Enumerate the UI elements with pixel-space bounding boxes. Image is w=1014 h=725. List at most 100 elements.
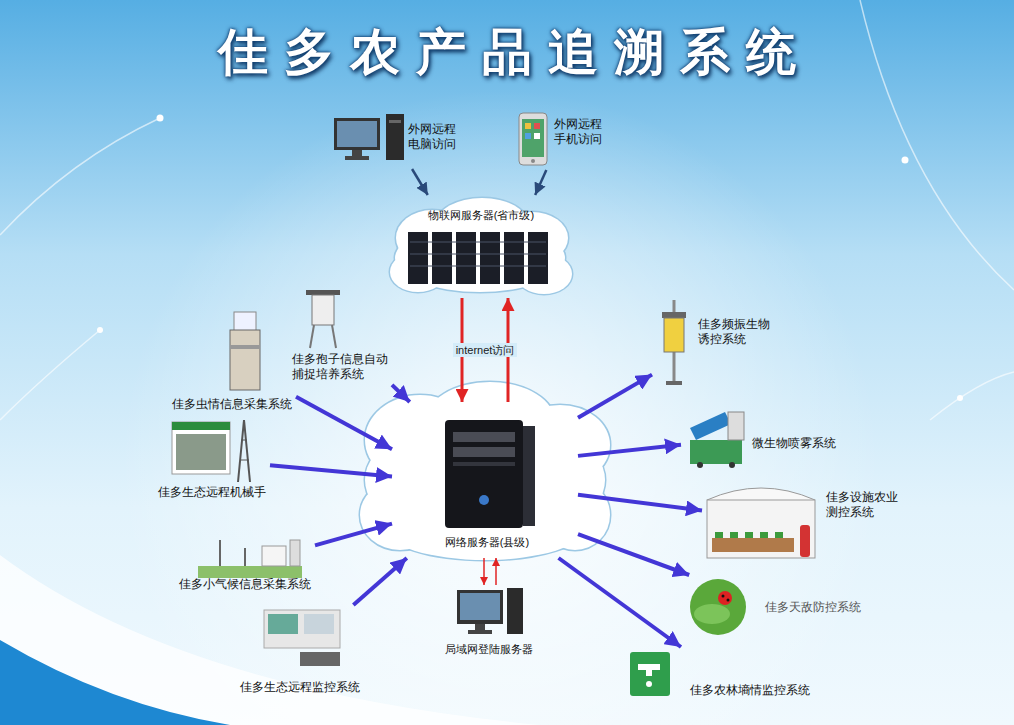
cloud-province-part <box>410 242 546 266</box>
greenhouse-icon-part-part <box>730 532 738 538</box>
system-node: 网络服务器(县级) <box>392 402 578 558</box>
remote-arm-icon-part <box>238 420 244 482</box>
connector-arrow <box>578 445 681 456</box>
node-label: 物联网服务器(省市级) <box>428 209 536 223</box>
server-racks-part <box>456 232 476 284</box>
connector-arrow <box>353 558 406 605</box>
computer-icon-part <box>334 118 380 150</box>
cloud-county-part <box>360 382 610 560</box>
monitor-room-icon-part <box>268 614 298 634</box>
monitor-room-icon-part <box>300 652 340 666</box>
system-node: 佳多生态远程机械手 <box>155 417 270 503</box>
connector-arrow <box>315 524 392 546</box>
node-label: 网络服务器(县级) <box>445 536 531 550</box>
cloud-county <box>360 382 610 560</box>
computer-icon-part <box>352 150 362 156</box>
ladybug-icon-part <box>722 595 725 598</box>
server-tower-part <box>445 420 523 528</box>
system-node: 物联网服务器(省市级) <box>389 195 573 298</box>
connector-arrow <box>270 465 392 476</box>
computer-icon-part <box>389 120 401 123</box>
remote-arm-icon <box>172 420 250 482</box>
server-racks-part <box>480 232 500 284</box>
decor-lines <box>0 0 1014 420</box>
weather-station-icon-part <box>219 540 221 566</box>
system-node: 佳多频振生物 诱控系统 <box>652 290 774 388</box>
computer-icon-part <box>468 630 492 634</box>
computer-icon-part <box>475 624 485 630</box>
monitor-room-icon-part <box>304 614 334 634</box>
computer-icon-part <box>345 156 369 160</box>
decor-lines-part <box>0 118 160 235</box>
greenhouse-icon-part-part <box>745 532 753 538</box>
connector-arrow <box>578 375 652 418</box>
server-racks <box>408 232 548 284</box>
label-group: 网络服务器(县级) <box>445 536 531 550</box>
node-label: 微生物喷雾系统 <box>752 436 837 451</box>
vibration-lamp-icon-part <box>662 312 686 318</box>
system-node: 佳多设施农业 测控系统 <box>702 482 902 564</box>
weather-station-icon <box>198 540 302 578</box>
spore-trap-icon-part <box>332 325 336 348</box>
decor-lines-part <box>0 330 100 420</box>
greenhouse-icon-part <box>712 538 794 552</box>
white-swoosh <box>0 555 540 725</box>
cloud-province-part <box>390 198 572 294</box>
phone-icon <box>519 113 547 165</box>
monitor-room-icon <box>264 610 340 666</box>
greenhouse-icon-part-part <box>715 532 723 538</box>
node-label: 佳多生态远程机械手 <box>158 485 267 500</box>
system-node: 佳多小气候信息采集系统 <box>176 535 315 595</box>
label-group: 佳多频振生物 诱控系统 <box>698 317 771 347</box>
vibration-lamp-icon-part <box>664 318 684 352</box>
decor-dots-part <box>957 395 963 401</box>
system-node: 微生物喷雾系统 <box>681 402 840 470</box>
computer-icon-part <box>386 114 404 160</box>
system-node: 佳多天敌防控系统 <box>687 575 865 639</box>
server-tower-part <box>453 432 515 442</box>
soil-moisture-icon-part <box>638 664 660 676</box>
node-label: 佳多农林墒情监控系统 <box>690 683 811 698</box>
connector-arrow <box>578 495 702 511</box>
sprayer-icon-part <box>690 412 731 440</box>
computer-icon <box>334 114 404 160</box>
system-node: 佳多孢子信息自动 捕捉培养系统 <box>289 285 392 385</box>
cloud-province-part-part <box>410 242 546 243</box>
vibration-lamp-icon <box>662 300 686 385</box>
connector-arrow <box>535 170 546 195</box>
cloud-province-part <box>390 198 572 294</box>
cloud-province-part-part <box>395 224 565 292</box>
greenhouse-icon-part <box>707 488 815 500</box>
phone-icon-part <box>522 119 544 157</box>
server-tower-part <box>523 426 535 526</box>
spore-trap-icon-part <box>310 325 314 348</box>
weather-station-icon-part <box>290 540 300 566</box>
phone-icon-part <box>531 159 535 163</box>
insect-lamp-icon <box>230 312 260 390</box>
label-group: 佳多生态远程监控系统 <box>240 680 361 695</box>
cloud-province-part-part <box>410 254 546 255</box>
ladybug-icon <box>690 579 746 635</box>
decor-dots-part <box>157 115 164 122</box>
node-label: 佳多小气候信息采集系统 <box>179 577 312 592</box>
insect-lamp-icon-part <box>234 312 256 332</box>
insect-lamp-icon-part <box>230 330 260 390</box>
phone-icon-part <box>525 123 531 129</box>
remote-arm-icon-part <box>241 440 247 441</box>
remote-arm-icon-part <box>240 460 249 461</box>
phone-icon-part <box>525 133 531 139</box>
server-racks-part <box>432 232 452 284</box>
ladybug-icon-part <box>727 599 730 602</box>
computer-icon-part <box>457 590 503 624</box>
spore-trap-icon-part <box>312 295 334 325</box>
system-node: 佳多生态远程监控系统 <box>237 605 364 698</box>
soil-moisture-icon-part <box>646 681 652 687</box>
remote-arm-icon-part <box>172 422 230 430</box>
soil-moisture-icon-part <box>630 652 670 696</box>
label-group: 物联网服务器(省市级) <box>428 209 536 223</box>
remote-arm-icon-part <box>172 422 230 474</box>
ladybug-icon-part <box>690 579 746 635</box>
weather-station-icon-part <box>198 566 302 578</box>
